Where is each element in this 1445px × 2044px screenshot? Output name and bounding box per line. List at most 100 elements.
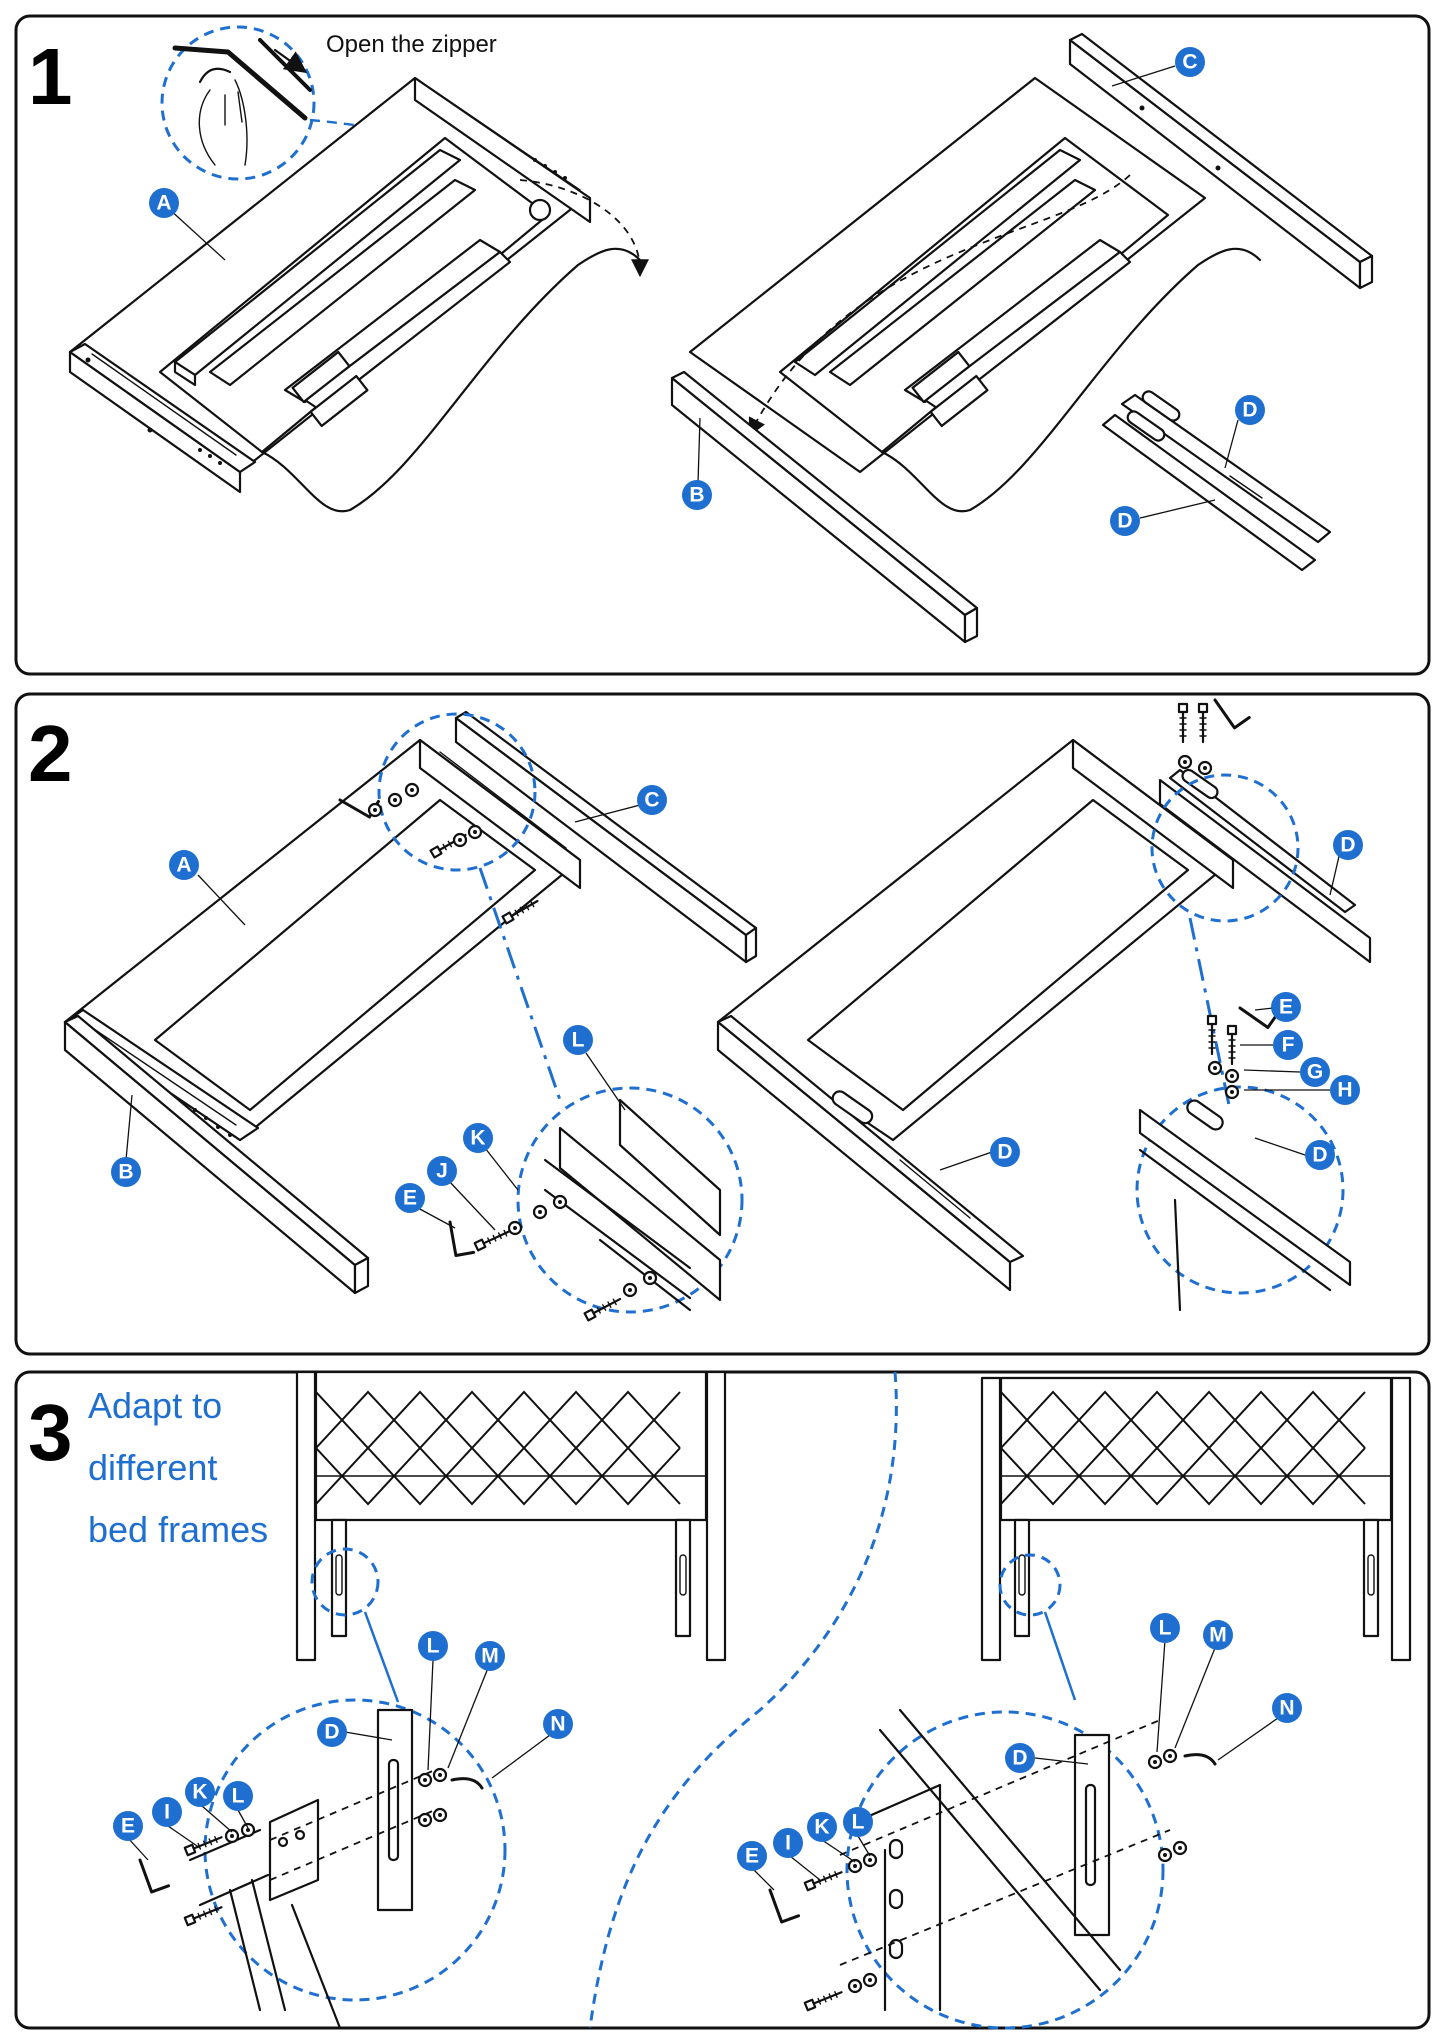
bracket-icon bbox=[268, 1798, 320, 1902]
badge-d1-step1: D bbox=[1224, 395, 1265, 469]
badge-d1-step2: D bbox=[1329, 830, 1363, 896]
badge-g-step2: G bbox=[1243, 1057, 1330, 1087]
step-3-caption-line-2: different bbox=[88, 1447, 217, 1488]
svg-text:M: M bbox=[1209, 1624, 1227, 1647]
svg-text:K: K bbox=[192, 1781, 207, 1804]
svg-text:L: L bbox=[427, 1635, 440, 1658]
zoom-callout-right-hardware bbox=[845, 1710, 1165, 2030]
svg-text:L: L bbox=[1159, 1617, 1172, 1640]
svg-text:C: C bbox=[644, 789, 659, 812]
panel-step-2: 2 A bbox=[14, 688, 1431, 1356]
badge-l2-step3-left: L bbox=[223, 1781, 253, 1829]
svg-text:N: N bbox=[1279, 1697, 1294, 1720]
svg-text:A: A bbox=[176, 854, 191, 877]
badge-m-step3-left: M bbox=[447, 1641, 505, 1769]
right-hardware-set bbox=[768, 1748, 1217, 2012]
svg-text:E: E bbox=[403, 1187, 417, 1210]
svg-text:G: G bbox=[1307, 1061, 1323, 1084]
badge-l-step2: L bbox=[563, 1025, 626, 1111]
panel-3-divider bbox=[588, 1371, 898, 2029]
svg-text:F: F bbox=[1282, 1034, 1295, 1057]
badge-k-step3-right: K bbox=[807, 1812, 856, 1863]
headboard-right bbox=[980, 1376, 1412, 1662]
svg-text:M: M bbox=[481, 1645, 499, 1668]
svg-text:D: D bbox=[997, 1141, 1012, 1164]
badge-c-step2: C bbox=[574, 785, 667, 823]
svg-text:I: I bbox=[785, 1832, 791, 1855]
frame-a-left bbox=[63, 738, 582, 1142]
badge-k-step2: K bbox=[463, 1123, 519, 1191]
svg-text:K: K bbox=[470, 1127, 485, 1150]
zoom-left-detail bbox=[188, 1708, 436, 2030]
panel-step-1: 1 Open the zipper bbox=[14, 14, 1431, 676]
badge-e-step3-left: E bbox=[113, 1811, 149, 1861]
step-number-2: 2 bbox=[28, 709, 73, 798]
svg-text:C: C bbox=[1182, 51, 1197, 74]
svg-text:E: E bbox=[745, 1845, 759, 1868]
badge-i-step3-right: I bbox=[773, 1828, 821, 1881]
badge-m-step3-right: M bbox=[1174, 1620, 1233, 1749]
svg-text:B: B bbox=[118, 1161, 133, 1184]
svg-text:A: A bbox=[156, 192, 171, 215]
panel-step-3: 3 Adapt to different bed frames bbox=[14, 1370, 1431, 2030]
badge-d3-step2: D bbox=[1254, 1137, 1335, 1170]
step-3-caption-line-1: Adapt to bbox=[88, 1385, 222, 1426]
svg-text:H: H bbox=[1337, 1079, 1352, 1102]
badge-e2-step2: E bbox=[1254, 992, 1301, 1022]
leg-c bbox=[1068, 32, 1374, 290]
headboard-panel-a-right bbox=[688, 76, 1262, 513]
badge-b-step2: B bbox=[111, 1094, 141, 1187]
headboard-left bbox=[295, 1370, 727, 1662]
badge-a-step1: A bbox=[149, 188, 226, 261]
svg-text:J: J bbox=[436, 1160, 448, 1183]
frame-a-right bbox=[716, 738, 1235, 1292]
svg-text:D: D bbox=[1117, 510, 1132, 533]
badge-e-step3-right: E bbox=[737, 1841, 775, 1891]
svg-text:D: D bbox=[1242, 399, 1257, 422]
svg-text:D: D bbox=[1340, 834, 1355, 857]
badge-e-step2: E bbox=[395, 1183, 456, 1229]
step-number-1: 1 bbox=[28, 32, 73, 121]
badge-d2-step1: D bbox=[1110, 499, 1216, 536]
badge-d-step3-left: D bbox=[317, 1717, 393, 1747]
bracket-d-right bbox=[1158, 768, 1372, 964]
svg-text:L: L bbox=[232, 1785, 245, 1808]
zoom-callout-bottom-right bbox=[1135, 1085, 1345, 1295]
badge-l1-step3-right: L bbox=[1150, 1613, 1180, 1753]
badge-j-step2: J bbox=[427, 1156, 496, 1231]
badge-i-step3-left: I bbox=[152, 1797, 201, 1849]
badge-c-step1: C bbox=[1111, 47, 1205, 87]
headboard-panel-a-left bbox=[68, 76, 649, 513]
badge-n-step3-right: N bbox=[1217, 1693, 1302, 1761]
leg-b-step2 bbox=[63, 1014, 370, 1295]
zoom-callout-top-left bbox=[377, 712, 537, 872]
badge-d2-step2: D bbox=[939, 1137, 1020, 1171]
badge-d-step3-right: D bbox=[1005, 1743, 1089, 1773]
step-1-caption: Open the zipper bbox=[326, 31, 497, 58]
svg-text:D: D bbox=[324, 1721, 339, 1744]
zoom-callout-left-leg bbox=[310, 1547, 380, 1617]
badge-l1-step3-left: L bbox=[418, 1631, 448, 1771]
step-3-caption-line-3: bed frames bbox=[88, 1509, 268, 1550]
badge-l2-step3-right: L bbox=[843, 1807, 873, 1857]
zoom-callout-left-hardware bbox=[203, 1698, 507, 2002]
step-number-3: 3 bbox=[28, 1388, 73, 1477]
badge-f-step2: F bbox=[1240, 1030, 1303, 1060]
hand-zipper-icon bbox=[172, 38, 312, 166]
badge-h-step2: H bbox=[1244, 1075, 1360, 1105]
zoom-detail-rail bbox=[543, 1098, 722, 1312]
svg-text:I: I bbox=[164, 1801, 170, 1824]
svg-text:K: K bbox=[814, 1816, 829, 1839]
svg-text:D: D bbox=[1012, 1747, 1027, 1770]
svg-text:L: L bbox=[572, 1029, 585, 1052]
badge-k-step3-left: K bbox=[185, 1777, 233, 1833]
svg-text:B: B bbox=[689, 484, 704, 507]
bracket-d-pair bbox=[1101, 390, 1332, 572]
zoom-callout-right-leg bbox=[998, 1553, 1062, 1617]
svg-text:E: E bbox=[1279, 996, 1293, 1019]
zoom-right-detail bbox=[839, 1708, 1171, 2012]
badge-n-step3-left: N bbox=[491, 1709, 573, 1779]
badge-b-step1: B bbox=[682, 417, 712, 510]
svg-text:D: D bbox=[1312, 1144, 1327, 1167]
